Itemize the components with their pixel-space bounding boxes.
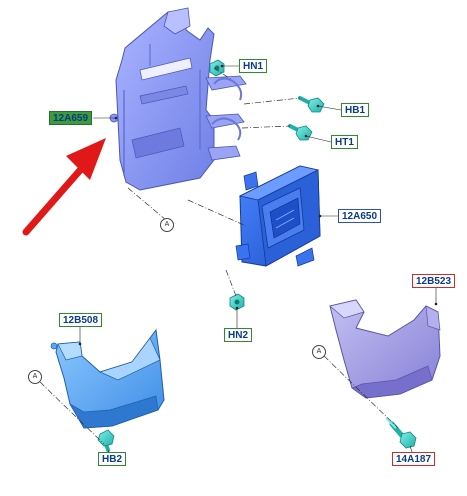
label-hn2: HN2 bbox=[224, 328, 253, 342]
label-12b508: 12B508 bbox=[59, 313, 103, 327]
red-arrow-icon bbox=[22, 138, 106, 236]
reference-mark-a: A bbox=[312, 345, 326, 359]
nut-icon bbox=[229, 293, 245, 311]
bracket-12a659 bbox=[109, 7, 247, 191]
bolt-icon bbox=[97, 429, 115, 452]
bolt-icon bbox=[385, 417, 417, 449]
label-14a187: 14A187 bbox=[392, 452, 436, 466]
leader-lines bbox=[79, 65, 437, 455]
label-hn1: HN1 bbox=[239, 59, 268, 73]
leader-dots bbox=[78, 64, 438, 346]
reference-mark-a: A bbox=[160, 218, 174, 232]
shield-12b508 bbox=[50, 328, 165, 429]
bolt-icon bbox=[298, 96, 325, 113]
centerlines bbox=[39, 67, 399, 445]
bolt-icon bbox=[288, 124, 313, 141]
module-12a650 bbox=[235, 165, 321, 267]
nut-icon bbox=[209, 59, 225, 77]
label-hb2: HB2 bbox=[98, 452, 127, 466]
label-ht1: HT1 bbox=[331, 135, 358, 149]
label-12b523: 12B523 bbox=[412, 274, 456, 288]
label-12a650: 12A650 bbox=[338, 209, 382, 223]
reference-mark-a: A bbox=[28, 370, 42, 384]
shield-12b523 bbox=[329, 299, 441, 399]
label-12a659: 12A659 bbox=[49, 111, 93, 125]
label-hb1: HB1 bbox=[341, 103, 370, 117]
